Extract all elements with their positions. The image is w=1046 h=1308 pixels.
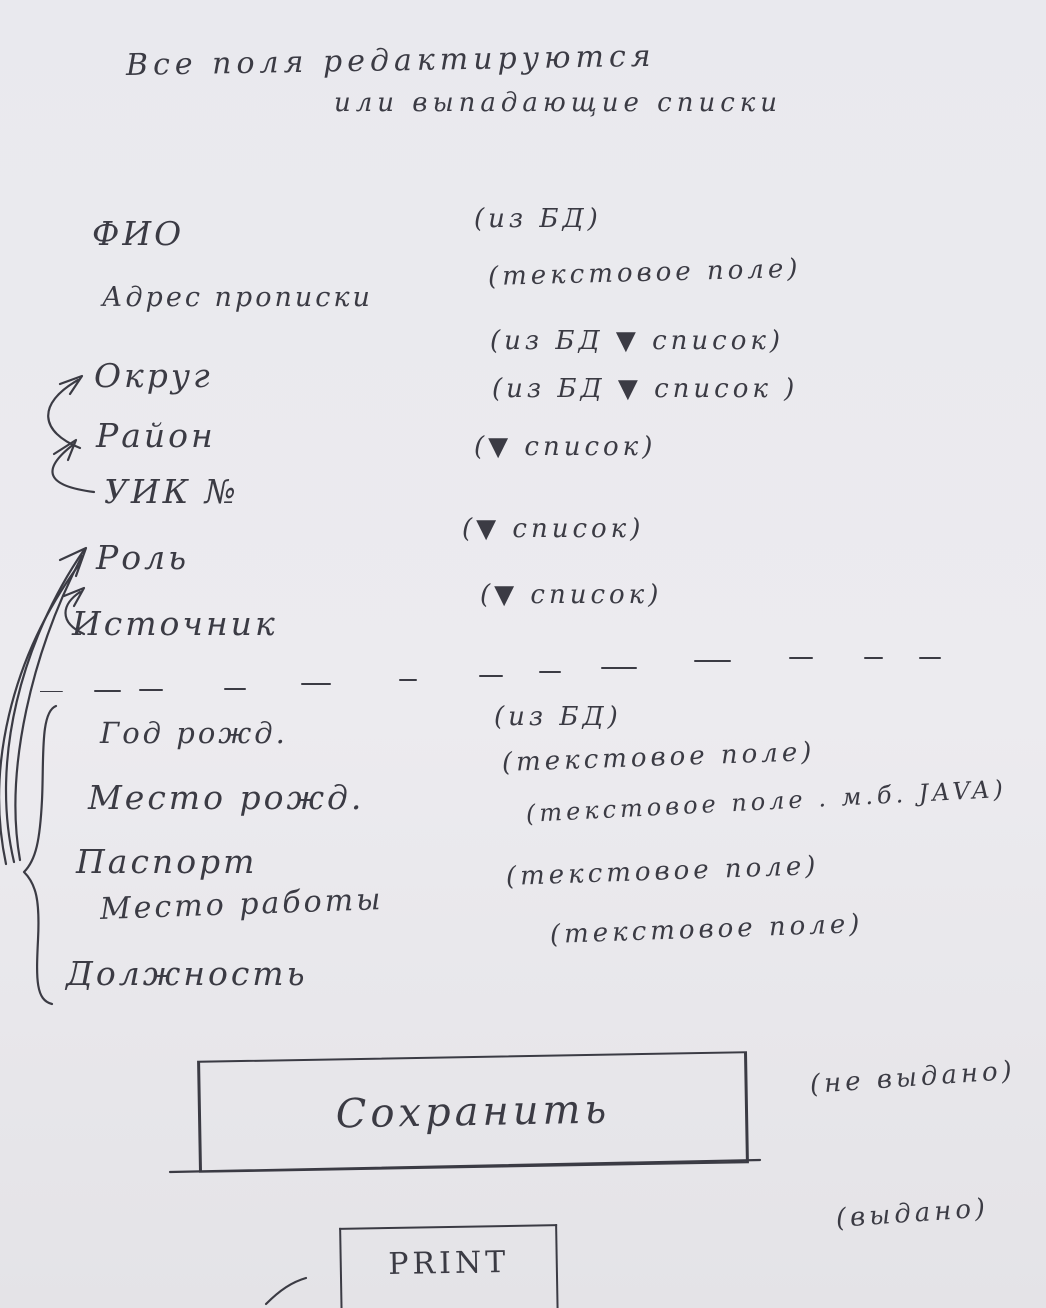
field-label-fio: ФИО [92,214,185,253]
save-button[interactable]: Сохранить [197,1051,749,1173]
field-label-position: Должность [66,954,308,993]
field-label-birth-place: Место рожд. [88,778,365,817]
field-note-rayon: (из БД ▼ список ) [492,374,799,404]
field-label-birth-year: Год рожд. [100,716,288,750]
field-label-role: Роль [96,538,190,577]
field-note-uik: (▼ список) [474,432,657,462]
print-button-label: PRINT [388,1244,510,1282]
field-label-source: Источник [72,604,278,643]
field-label-uik: УИК № [104,472,239,511]
dashed-separator [40,657,941,692]
save-button-label: Сохранить [335,1086,611,1138]
field-label-okrug: Округ [94,356,213,395]
field-note-birth-year: (из БД) [494,702,622,732]
field-note-fio: (из БД) [474,204,602,234]
field-label-address: Адрес прописки [102,282,373,313]
field-note-source: (▼ список) [480,580,663,610]
field-note-role: (▼ список) [462,514,645,544]
field-label-rayon: Район [96,416,216,455]
header-line-2: или выпадающие списки [334,88,783,118]
field-note-okrug: (из БД ▼ список) [490,326,785,356]
field-label-passport: Паспорт [76,842,258,881]
print-button[interactable]: PRINT [339,1224,559,1308]
